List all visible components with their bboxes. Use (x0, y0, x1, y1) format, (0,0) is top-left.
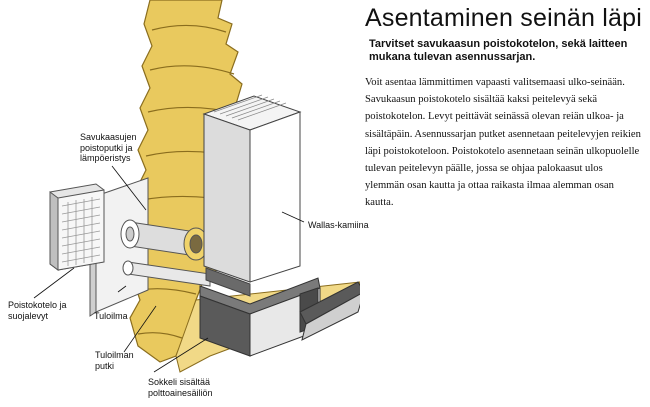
label-intake-pipe: Tuloilman putki (95, 350, 134, 371)
subtitle: Tarvitset savukaasun poistokotelon, sekä… (369, 38, 628, 63)
leader-lines (33, 165, 305, 373)
label-intake: Tuloilma (94, 311, 128, 321)
inner-cover-plate (299, 281, 360, 341)
intake-pipe (122, 260, 211, 287)
installation-illustration (33, 0, 360, 373)
page-title: Asentaminen seinän läpi (365, 4, 642, 32)
exhaust-housing (49, 183, 105, 271)
label-housing: Poistokotelo ja suojalevyt (8, 300, 67, 321)
label-plinth: Sokkeli sisältää polttoainesäiliön (148, 377, 213, 398)
body-text: Voit asentaa lämmittimen vapaasti valits… (365, 77, 641, 209)
plinth (199, 277, 321, 357)
stove (202, 94, 302, 297)
label-stove: Wallas-kamiina (308, 220, 369, 230)
label-flue-pipe: Savukaasujen poistoputki ja lämpöeristys (80, 132, 137, 163)
flue-pipe (120, 219, 209, 261)
